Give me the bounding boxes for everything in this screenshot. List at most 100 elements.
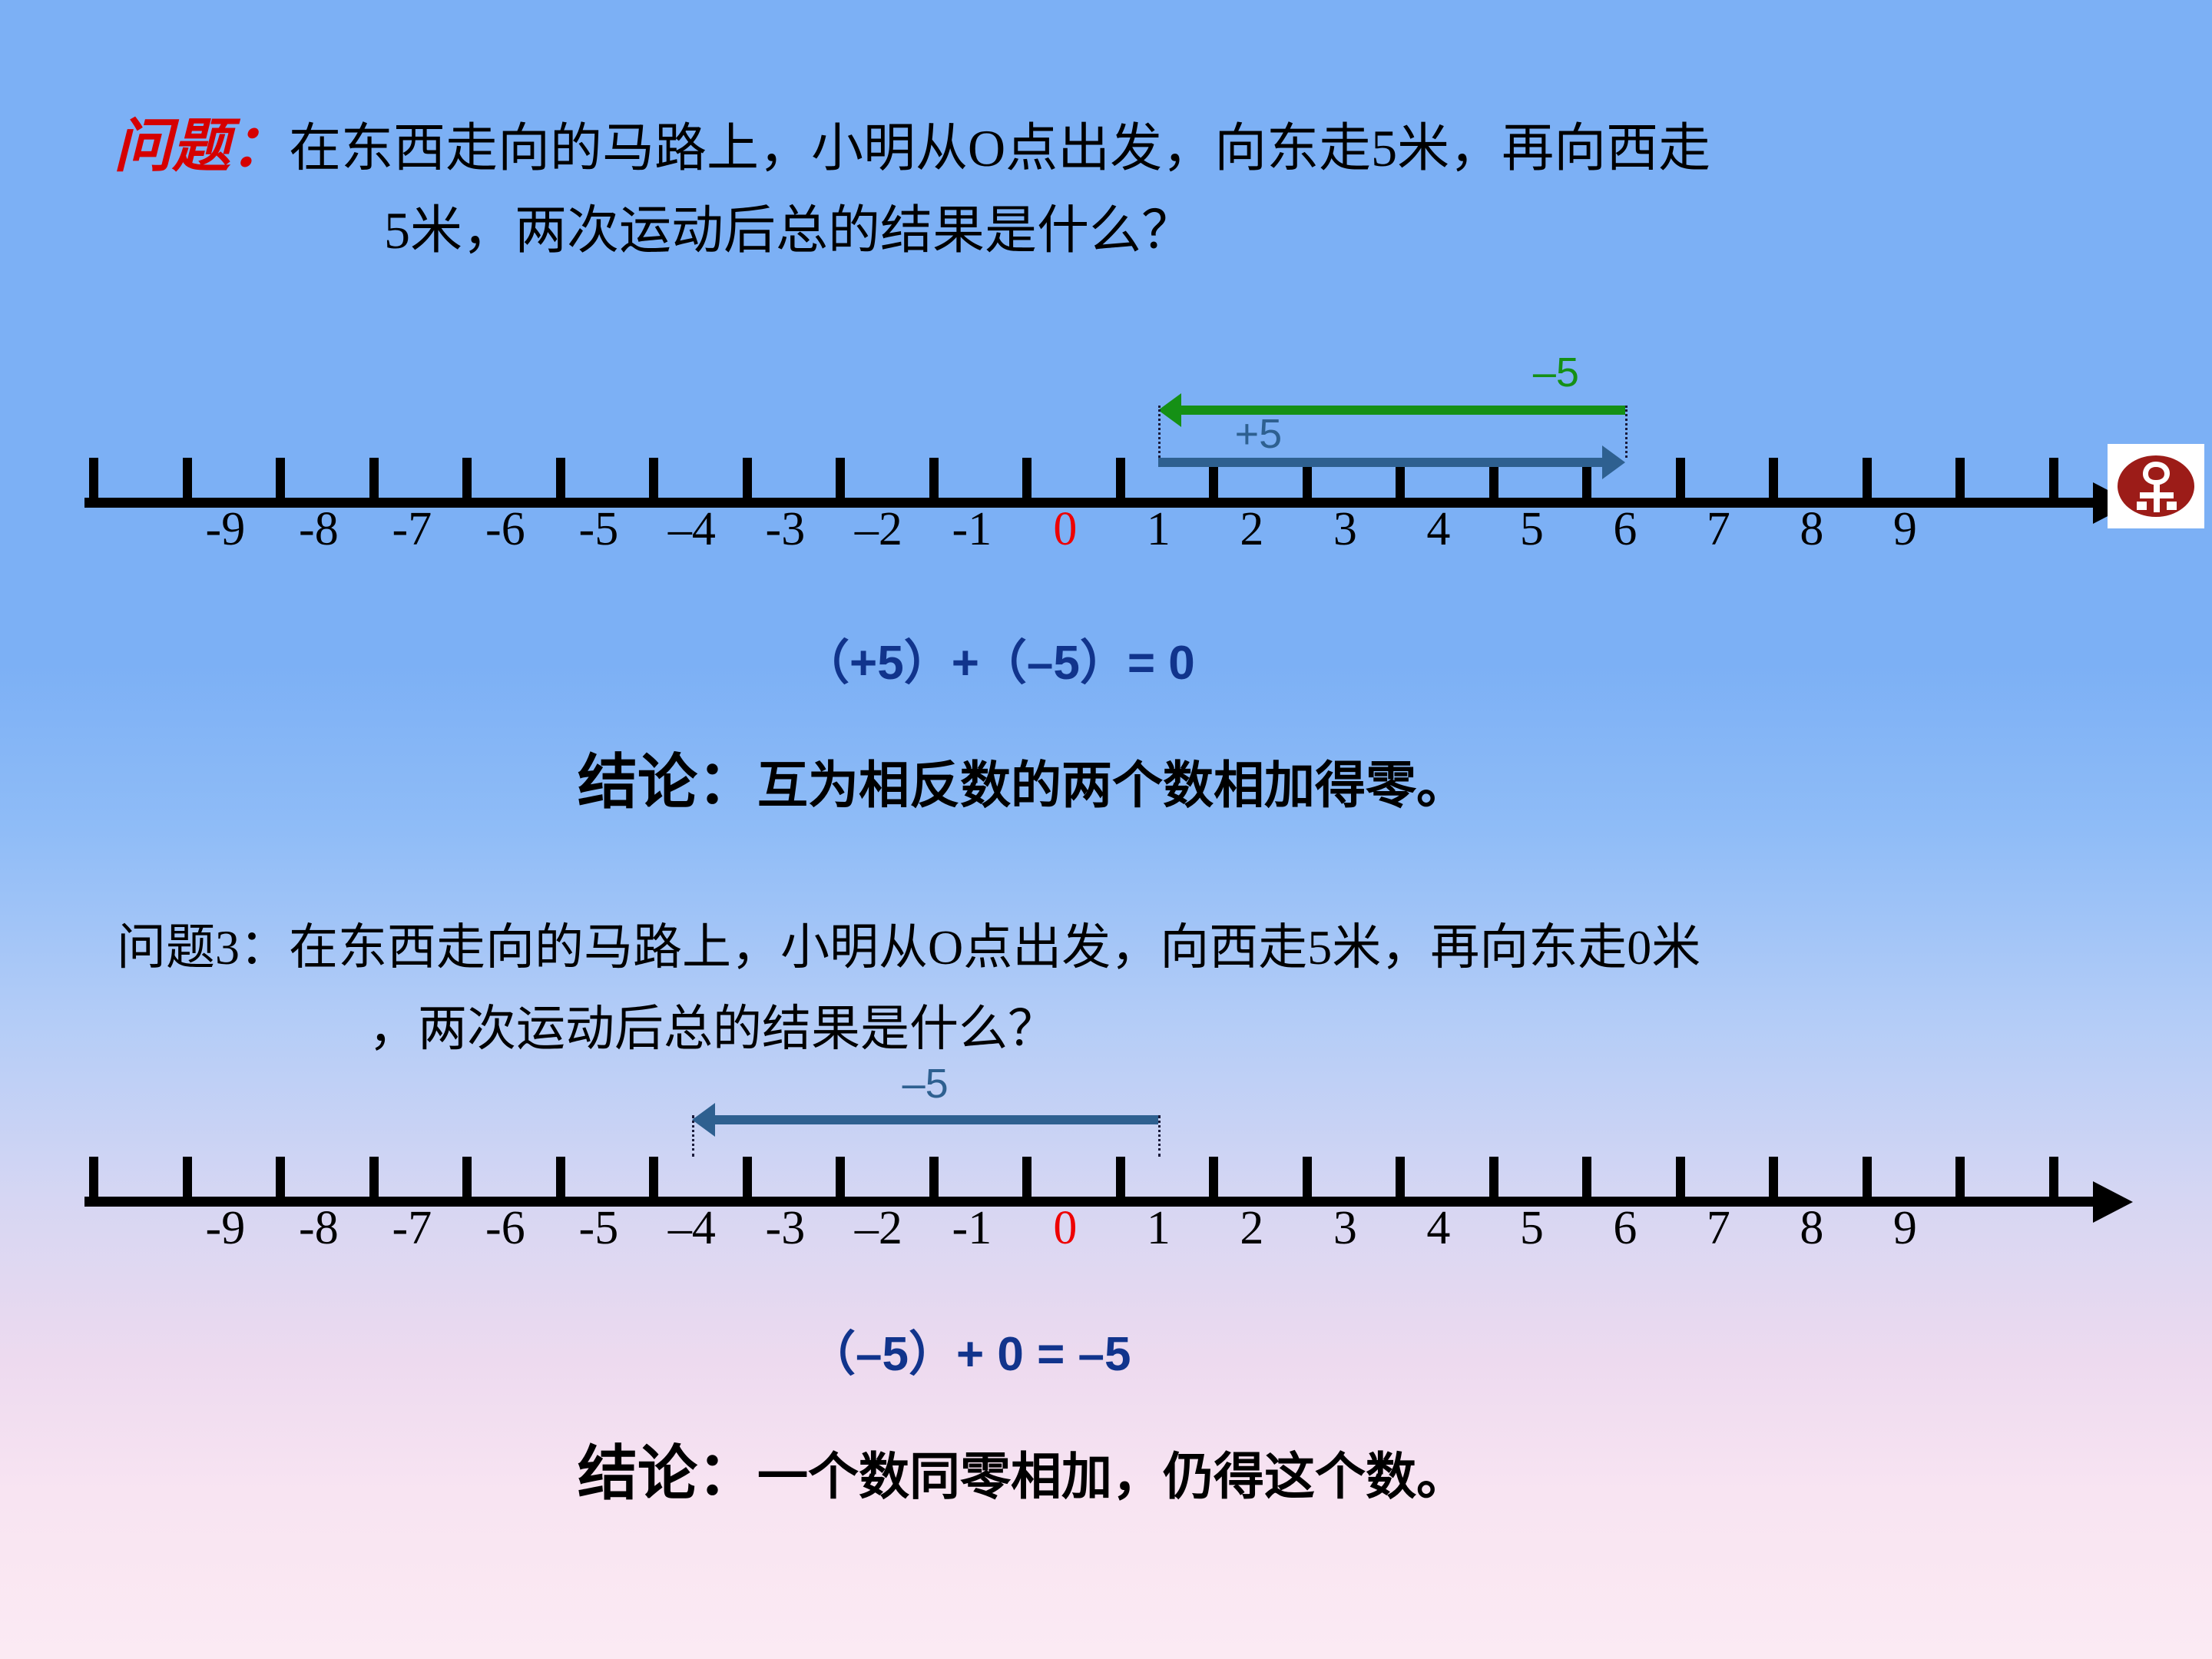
jump-arrow-shaft	[1178, 406, 1625, 415]
tick-label: -1	[952, 1202, 992, 1254]
tick-mark	[462, 1157, 472, 1201]
problem3-line1: 问题3：在东西走向的马路上，小明从O点出发，向西走5米，再向东走0米	[117, 920, 1701, 975]
tick-label: -3	[765, 503, 806, 555]
tick-mark	[182, 458, 192, 502]
tick-mark	[742, 1157, 752, 1201]
jump-guide-line	[691, 1115, 694, 1157]
tick-mark	[1115, 458, 1125, 502]
jump-arrow-shaft	[711, 1115, 1159, 1124]
tick-label: 0	[1053, 503, 1078, 555]
jump-arrow-shaft	[1158, 458, 1605, 467]
tick-label: 7	[1706, 503, 1730, 555]
problem1-line1-text: 在东西走向的马路上，小明从O点出发，向东走5米，再向西走	[289, 119, 1711, 177]
tick-mark	[1209, 458, 1218, 502]
tick-label: 2	[1240, 1202, 1264, 1254]
tick-mark	[1488, 1157, 1498, 1201]
tick-mark	[462, 458, 472, 502]
jump-arrow-head-left-icon	[1158, 393, 1182, 427]
tick-label: 4	[1426, 503, 1451, 555]
jump-guide-line	[1158, 406, 1161, 458]
tick-mark	[1582, 1157, 1591, 1201]
publisher-logo-icon	[2118, 455, 2194, 517]
tick-label: –2	[854, 503, 902, 555]
axis-2	[84, 1197, 2097, 1207]
tick-mark	[1488, 458, 1498, 502]
tick-label: –4	[667, 1202, 716, 1254]
problem3-line2: ，两次运动后总的结果是什么？	[369, 1002, 1057, 1056]
tick-label: -8	[299, 1202, 339, 1254]
conclusion-2: 结论：一个数同零相加，仍得这个数。	[578, 1426, 1467, 1512]
tick-label: 9	[1892, 1202, 1917, 1254]
tick-mark	[2048, 1157, 2058, 1201]
tick-mark	[1396, 458, 1405, 502]
tick-label: -1	[952, 503, 992, 555]
axis-1	[84, 498, 2097, 508]
tick-label: -7	[392, 1202, 432, 1254]
tick-mark	[369, 458, 379, 502]
tick-mark	[1302, 1157, 1312, 1201]
tick-mark	[1302, 458, 1312, 502]
tick-mark	[182, 1157, 192, 1201]
equation-1: （+5）+（–5）= 0	[802, 637, 1195, 690]
jump-label: –5	[1532, 349, 1579, 396]
tick-mark	[1955, 1157, 1965, 1201]
tick-label: -9	[205, 1202, 246, 1254]
tick-mark	[1862, 458, 1872, 502]
tick-mark	[1396, 1157, 1405, 1201]
problem1-line2: 5米，两次运动后总的结果是什么？	[384, 201, 1194, 260]
tick-label: 9	[1892, 503, 1917, 555]
tick-label: -3	[765, 1202, 806, 1254]
tick-label: 6	[1613, 1202, 1637, 1254]
tick-mark	[1862, 1157, 1872, 1201]
tick-label: 8	[1800, 503, 1824, 555]
tick-mark	[1769, 1157, 1778, 1201]
tick-label: 5	[1519, 1202, 1544, 1254]
tick-mark	[1675, 458, 1685, 502]
tick-mark	[1022, 1157, 1031, 1201]
tick-mark	[369, 1157, 379, 1201]
tick-mark	[276, 458, 285, 502]
tick-label: 3	[1333, 1202, 1357, 1254]
tick-label: 4	[1426, 1202, 1451, 1254]
jump-guide-line	[1624, 406, 1628, 458]
tick-label: 8	[1800, 1202, 1824, 1254]
tick-label: -8	[299, 503, 339, 555]
axis-arrow-2-icon	[2093, 1181, 2133, 1223]
tick-mark	[649, 458, 658, 502]
tick-mark	[836, 458, 845, 502]
tick-label: 7	[1706, 1202, 1730, 1254]
conclusion-1: 结论：互为相反数的两个数相加得零。	[578, 734, 1467, 820]
tick-label: 1	[1146, 503, 1171, 555]
tick-label: 0	[1053, 1202, 1078, 1254]
tick-mark	[929, 1157, 939, 1201]
conclusion-1-lead: 结论：	[578, 749, 758, 816]
tick-label: -7	[392, 503, 432, 555]
tick-mark	[742, 458, 752, 502]
tick-label: –2	[854, 1202, 902, 1254]
tick-mark	[1955, 458, 1965, 502]
problem1-tag: 问题	[114, 114, 230, 179]
tick-mark	[89, 458, 98, 502]
tick-label: –4	[667, 503, 716, 555]
tick-mark	[555, 458, 565, 502]
tick-mark	[1209, 1157, 1218, 1201]
tick-mark	[1115, 1157, 1125, 1201]
publisher-logo	[2108, 444, 2204, 528]
tick-label: 5	[1519, 503, 1544, 555]
jump-guide-line	[1158, 1115, 1161, 1157]
tick-mark	[1769, 458, 1778, 502]
tick-mark	[1582, 458, 1591, 502]
tick-label: 1	[1146, 1202, 1171, 1254]
tick-mark	[836, 1157, 845, 1201]
jump-arrow-head-left-icon	[691, 1103, 715, 1137]
conclusion-2-lead: 结论：	[578, 1440, 758, 1507]
tick-label: -9	[205, 503, 246, 555]
conclusion-2-body: 一个数同零相加，仍得这个数。	[757, 1449, 1468, 1505]
tick-label: -6	[485, 1202, 525, 1254]
tick-mark	[555, 1157, 565, 1201]
tick-label: -6	[485, 503, 525, 555]
jump-label: +5	[1234, 411, 1283, 457]
